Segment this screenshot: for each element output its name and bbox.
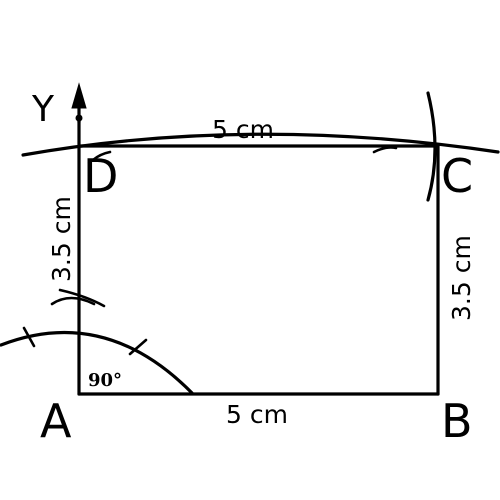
arc-tick-left	[22, 326, 36, 348]
vertex-label-d: D	[83, 149, 118, 203]
side-label-bottom: 5 cm	[226, 400, 288, 429]
vertex-label-a: A	[40, 394, 72, 448]
axis-label-y: Y	[31, 89, 55, 130]
intersect-arc-left	[50, 296, 96, 306]
side-label-right: 3.5 cm	[447, 235, 476, 321]
side-label-top: 5 cm	[212, 115, 274, 144]
construction-arc-c	[426, 91, 437, 202]
side-label-left: 3.5 cm	[47, 196, 76, 282]
vertex-label-c: C	[441, 149, 473, 203]
tick-near-d	[91, 150, 112, 162]
construction-arc-a	[0, 330, 194, 395]
tick-near-c	[372, 146, 398, 154]
point-on-ray	[75, 114, 83, 122]
vertex-label-b: B	[441, 394, 473, 448]
arc-tick-right	[128, 338, 148, 356]
intersect-arc-right	[58, 288, 106, 308]
construction-arc-d	[21, 132, 500, 157]
angle-label-a: 90°	[88, 370, 122, 391]
